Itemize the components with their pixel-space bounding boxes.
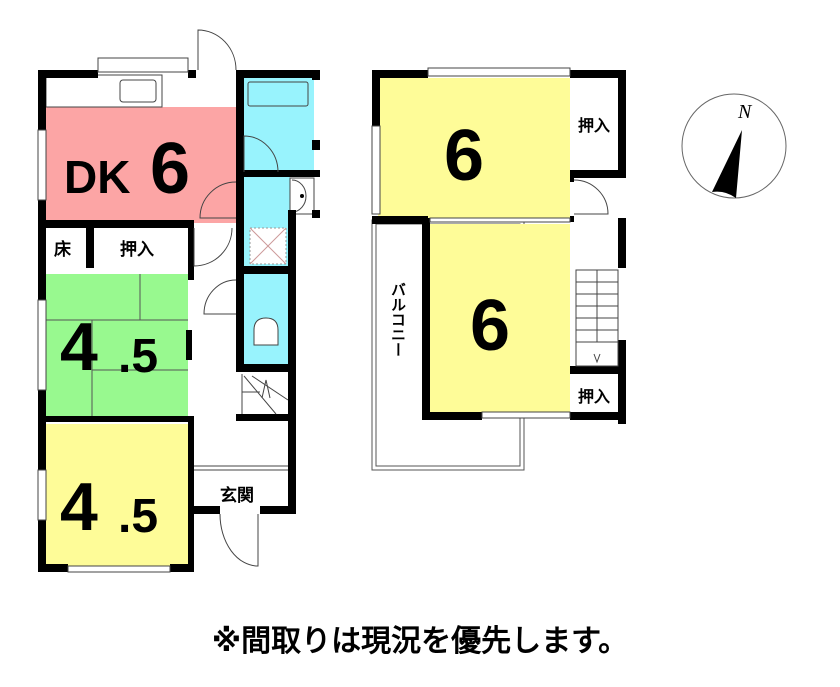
tokonoma (46, 228, 86, 268)
washitsu-room (46, 274, 188, 416)
washitsu-label-int: 4 (60, 309, 98, 385)
yoshitsu-room (46, 424, 188, 566)
dk-label-num: 6 (150, 129, 190, 209)
room-2f-south (428, 224, 570, 414)
kitchen-sink (119, 79, 157, 103)
compass: N (681, 93, 787, 199)
closet-1f (94, 228, 186, 268)
closet-2f-south-label: 押入 (578, 387, 610, 406)
closet-2f-north (574, 78, 618, 168)
room-2f-north (378, 78, 570, 218)
bathtub (247, 81, 309, 107)
closet-2f-south (574, 374, 618, 418)
north-arrow-icon (712, 130, 742, 198)
closet-label-1f: 押入 (120, 239, 154, 260)
footer-note: ※間取りは現況を優先します。 (211, 624, 629, 659)
entrance-label: 玄関 (220, 485, 254, 506)
room-2f-south-label: 6 (470, 286, 510, 366)
yoshitsu-label-int: 4 (60, 469, 98, 545)
closet-2f-north-label: 押入 (578, 116, 610, 135)
washitsu-label-dec: .5 (118, 330, 158, 383)
dk-label-prefix: DK (64, 151, 130, 203)
floor-1: DK 6 床 押入 4 .5 4 .5 玄関 (37, 29, 320, 573)
balcony-label: バルコニー (389, 282, 407, 357)
toilet-bowl (253, 317, 279, 346)
dk-room (46, 107, 238, 223)
floor-2: 6 6 押入 押入 バルコニー (371, 67, 626, 471)
room-2f-north-label: 6 (444, 116, 484, 196)
tokonoma-label: 床 (54, 239, 72, 260)
yoshitsu-label-dec: .5 (118, 490, 158, 543)
compass-north-label: N (737, 101, 753, 123)
